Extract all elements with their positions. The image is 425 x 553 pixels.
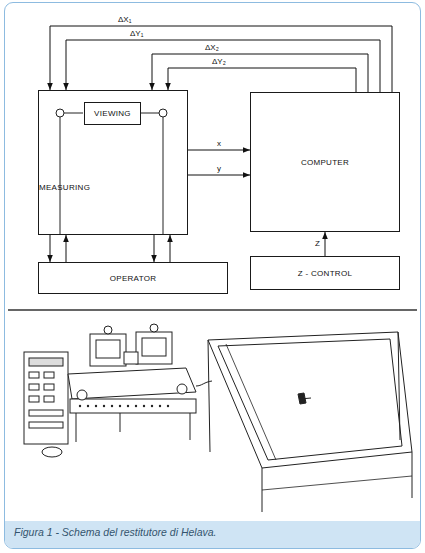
signal-label-holder: ΔY₁	[130, 29, 143, 39]
measuring-box: MEASURING VIEWING	[38, 90, 188, 235]
signal-label-holder: y	[217, 164, 221, 174]
signal-label: x	[217, 139, 221, 149]
signal-arrow	[170, 235, 171, 262]
box-label: VIEWING	[94, 109, 131, 118]
signal-arrow	[188, 150, 250, 151]
signal-arrow	[66, 40, 380, 92]
signal-label: ΔX₁	[118, 15, 131, 25]
figure-caption: Figura 1 - Schema del restitutore di Hel…	[14, 526, 217, 538]
signal-label: ΔY₁	[130, 29, 143, 39]
signal-label-holder: Z	[315, 239, 320, 249]
box-label: OPERATOR	[110, 274, 157, 283]
signal-label: y	[217, 164, 221, 174]
signal-label: ΔY₂	[212, 57, 226, 67]
signal-label: Z	[315, 239, 320, 249]
signal-label-holder: ΔX₁	[118, 15, 131, 25]
z-control-box: Z - CONTROL	[250, 256, 400, 290]
figure-frame	[4, 2, 421, 549]
signal-arrow	[325, 232, 326, 256]
box-label: MEASURING	[39, 183, 90, 192]
box-label: COMPUTER	[301, 158, 349, 167]
signal-label-holder: ΔX₂	[205, 43, 219, 53]
viewing-box: VIEWING	[84, 102, 141, 125]
signal-arrow	[50, 26, 392, 92]
signal-arrow	[154, 235, 155, 262]
box-label: Z - CONTROL	[298, 269, 352, 278]
signal-label: ΔX₂	[205, 43, 219, 53]
signal-label-holder: x	[217, 139, 221, 149]
signal-arrow	[66, 235, 67, 262]
signal-label-holder: ΔY₂	[212, 57, 226, 67]
signal-arrow	[50, 235, 51, 262]
operator-box: OPERATOR	[38, 262, 228, 294]
caption-holder: Figura 1 - Schema del restitutore di Hel…	[14, 526, 217, 538]
signal-arrow	[152, 54, 368, 92]
computer-box: COMPUTER	[250, 92, 400, 232]
signal-arrow	[168, 68, 356, 92]
signal-arrow	[188, 175, 250, 176]
